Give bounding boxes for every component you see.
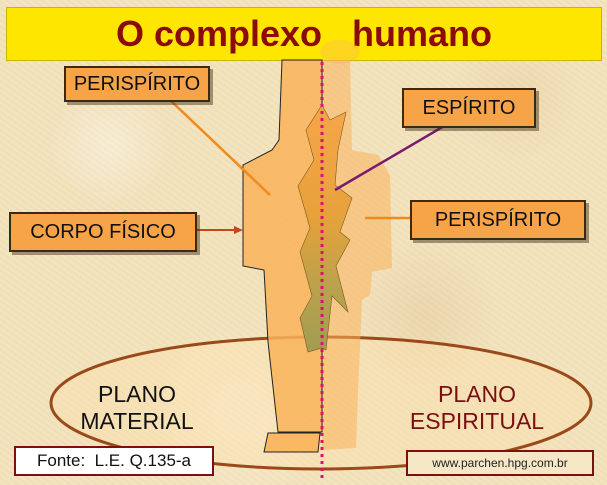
- label-perispirito-right: PERISPÍRITO: [410, 200, 586, 240]
- slide-title: O complexo humano: [115, 13, 493, 54]
- label-espirito: ESPÍRITO: [402, 88, 536, 128]
- corpo-fisico-arrowhead: [234, 226, 243, 234]
- spirit-flame: [297, 104, 353, 353]
- label-perispirito-left: PERISPÍRITO: [64, 66, 210, 102]
- label-corpo-fisico: CORPO FÍSICO: [9, 212, 197, 252]
- source-citation: Fonte: L.E. Q.135-a: [14, 446, 214, 476]
- website-url: www.parchen.hpg.com.br: [406, 450, 594, 476]
- perispirito-left-connector: [169, 99, 271, 196]
- title-bar: O complexo humano: [6, 7, 602, 61]
- body-foot: [263, 432, 321, 453]
- spiritual-body-silhouette: [322, 60, 392, 450]
- plane-spiritual-label: PLANO ESPIRITUAL: [409, 381, 545, 434]
- plane-material-label: PLANO MATERIAL: [80, 381, 194, 434]
